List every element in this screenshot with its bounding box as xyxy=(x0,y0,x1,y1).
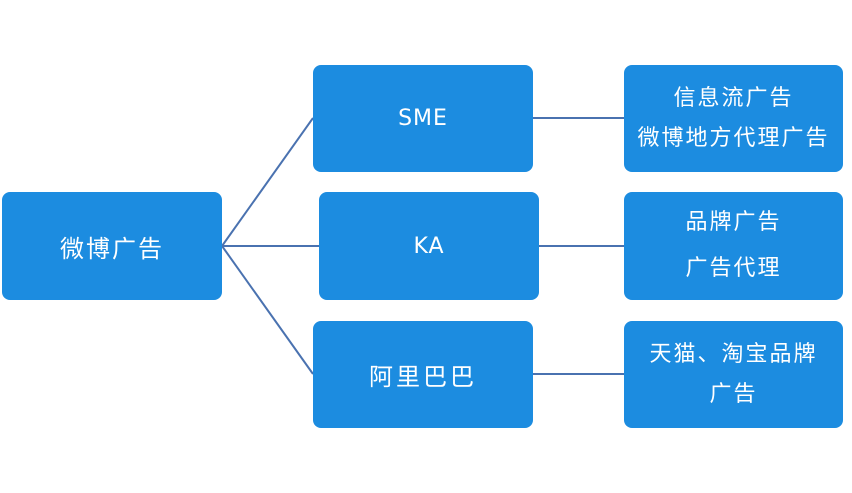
detail-node-sme: 信息流广告 微博地方代理广告 xyxy=(624,65,843,172)
detail-line: 广告 xyxy=(709,381,758,407)
root-node-label: 微博广告 xyxy=(60,234,164,263)
detail-line: 广告代理 xyxy=(685,256,782,281)
detail-line: 微博地方代理广告 xyxy=(637,125,830,151)
detail-line: 品牌广告 xyxy=(685,210,782,235)
detail-line: 信息流广告 xyxy=(673,85,794,111)
branch-node-alibaba: 阿里巴巴 xyxy=(313,321,533,428)
connector-root-to-sme xyxy=(221,117,314,247)
connector-root-to-alibaba xyxy=(221,245,314,375)
detail-node-alibaba: 天猫、淘宝品牌 广告 xyxy=(624,321,843,428)
branch-node-ka: KA xyxy=(319,192,539,300)
detail-node-ka: 品牌广告 广告代理 xyxy=(624,192,843,300)
branch-node-label: SME xyxy=(398,106,448,131)
branch-node-sme: SME xyxy=(313,65,533,172)
root-node-weibo-ads: 微博广告 xyxy=(2,192,222,300)
detail-line: 天猫、淘宝品牌 xyxy=(649,341,818,367)
branch-node-label: 阿里巴巴 xyxy=(369,363,477,391)
branch-node-label: KA xyxy=(413,233,445,259)
